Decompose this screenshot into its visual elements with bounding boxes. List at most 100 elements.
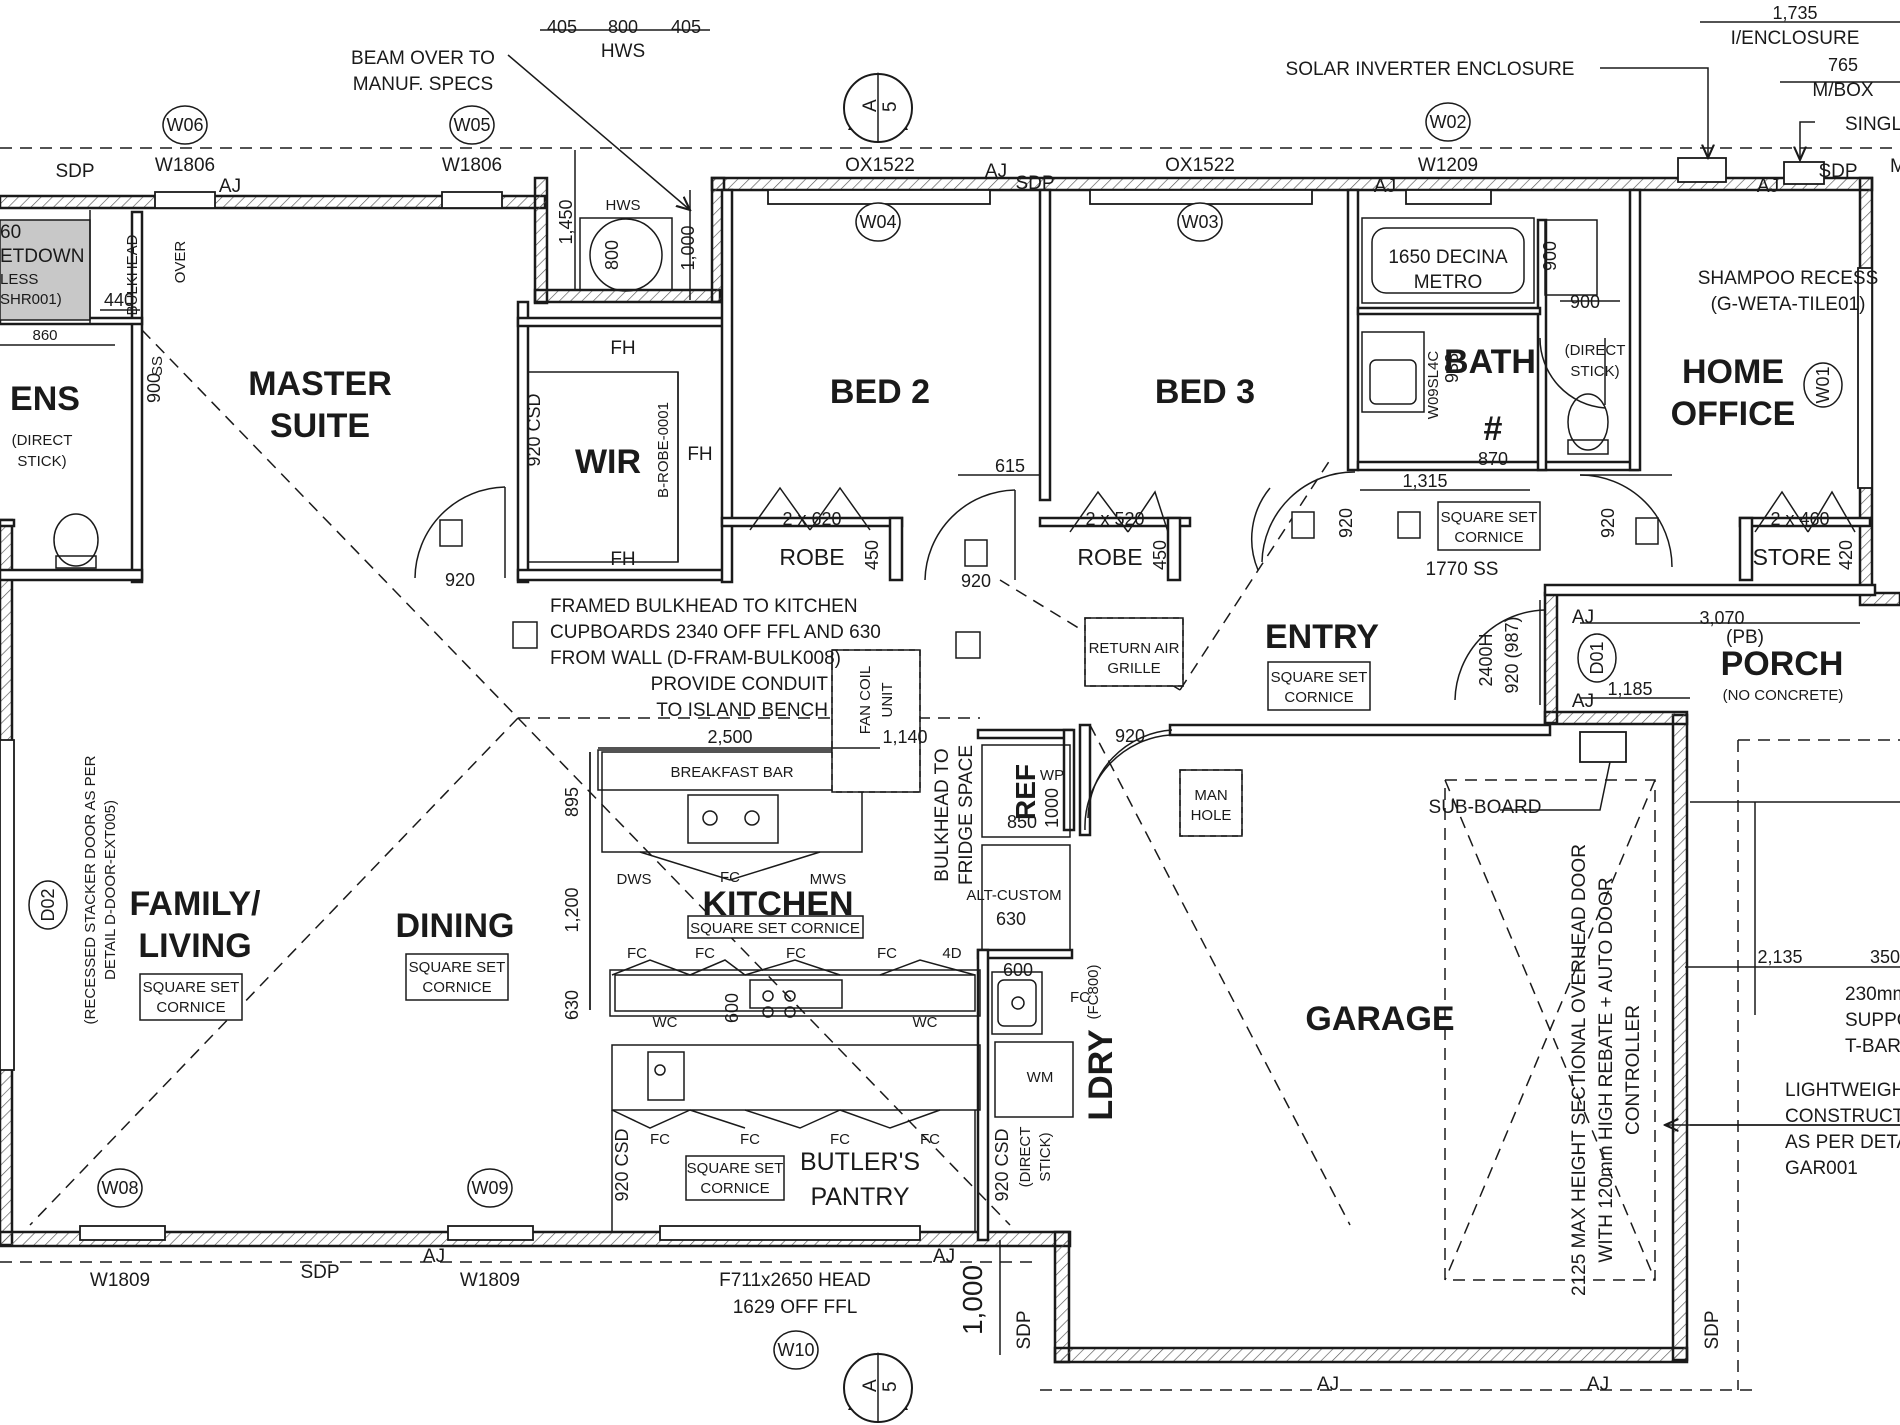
note-fh-2: FH [687, 444, 712, 465]
note-fc-5: FC [650, 1131, 670, 1148]
dim-800-vertical: 800 [602, 240, 622, 270]
dim-2x460: 2 x 460 [1770, 509, 1829, 529]
note-ssc-butler-line2: CORNICE [700, 1180, 769, 1197]
note-fh-1: FH [610, 338, 635, 359]
note-robe-2: ROBE [1077, 544, 1142, 570]
dim-1000-ref: 1000 [1042, 788, 1062, 828]
dim-405-a: 405 [547, 17, 577, 37]
note-fc-1: FC [627, 945, 647, 962]
dim-1000-bottom: 1,000 [957, 1265, 988, 1335]
dim-765: 765 [1828, 55, 1858, 75]
note-csd-butler-2: 920 CSD [992, 1128, 1012, 1201]
note-man-hole-line1: MAN [1194, 787, 1227, 804]
note-fc-ldry: FC [1070, 989, 1090, 1006]
tag-d02: D02 [38, 888, 58, 921]
note-bulk-fridge-line1: BULKHEAD TO [932, 748, 953, 881]
note-bulk-kitchen-line3: FROM WALL (D-FRAM-BULK008) [550, 648, 841, 669]
note-return-air-line1: RETURN AIR [1089, 640, 1180, 657]
window-code-f711-line1: F711x2650 HEAD [719, 1270, 871, 1291]
dim-938: 938 [1442, 353, 1462, 383]
dim-615: 615 [995, 456, 1025, 476]
note-direct-ens-line1: (DIRECT [12, 432, 73, 449]
note-aj-3: AJ [1374, 176, 1396, 197]
dim-920-bath-2: 920 [1598, 508, 1618, 538]
dim-920-master: 920 [445, 570, 475, 590]
note-lightweight-line3: AS PER DETA [1785, 1132, 1900, 1153]
tag-w03: W03 [1181, 212, 1218, 232]
switch-symbols [439, 511, 1659, 659]
note-direct-bath-line2: STICK) [1570, 363, 1619, 380]
note-support-line1: 230mm [1845, 984, 1900, 1005]
note-robe-1: ROBE [779, 544, 844, 570]
note-mws: MWS [810, 871, 847, 888]
note-lightweight-line4: GAR001 [1785, 1158, 1858, 1179]
note-direct-ldry-line1: (DIRECT [1017, 1127, 1034, 1188]
note-lightweight-line1: LIGHTWEIGH [1785, 1080, 1900, 1101]
dim-920-bed2: 920 [961, 571, 991, 591]
note-ssc-butler-line1: SQUARE SET [687, 1160, 784, 1177]
note-garage-door-line1: 2125 MAX HEIGHT SECTIONAL OVERHEAD DOOR [1569, 844, 1590, 1296]
note-fc-kitchen: FC [720, 869, 740, 886]
dim-420: 420 [1836, 540, 1856, 570]
dim-870: 870 [1478, 449, 1508, 469]
room-garage: GARAGE [1305, 1000, 1454, 1038]
dim-900-b: 900 [1570, 292, 1600, 312]
note-shampoo-line1: SHAMPOO RECESS [1698, 268, 1879, 289]
note-setdown-line1: 60 [0, 222, 21, 243]
note-csd-butler-1: 920 CSD [612, 1128, 632, 1201]
note-lightweight-line2: CONSTRUCT [1785, 1106, 1900, 1127]
note-direct-ens-line2: STICK) [17, 453, 66, 470]
note-stacker-line2: DETAIL D-DOOR-EXT005) [102, 800, 119, 980]
window-code-ox1522-b: OX1522 [1165, 155, 1235, 176]
note-ssc-kitchen: SQUARE SET CORNICE [690, 920, 860, 937]
note-conduit-line1: PROVIDE CONDUIT [651, 674, 829, 695]
note-solar-inverter: SOLAR INVERTER ENCLOSURE [1286, 59, 1575, 80]
dim-920-bath-1: 920 [1336, 508, 1356, 538]
room-bed3: BED 3 [1155, 373, 1255, 411]
note-fc-2: FC [695, 945, 715, 962]
note-m-box: M/BOX [1812, 80, 1874, 101]
note-aj-7: AJ [423, 1246, 445, 1267]
dim-860: 860 [32, 327, 57, 344]
window-code-f711-line2: 1629 OFF FFL [733, 1297, 858, 1318]
dim-2135: 2,135 [1757, 947, 1802, 967]
note-pb: (PB) [1726, 627, 1764, 648]
note-garage-door-line3: CONTROLLER [1623, 1005, 1644, 1135]
note-fan-coil-line1: FAN COIL [857, 666, 874, 734]
dim-1200: 1,200 [562, 887, 582, 932]
bath-fixtures [1361, 217, 1609, 455]
dim-1140: 1,140 [882, 727, 927, 747]
note-aj-4: AJ [1757, 176, 1779, 197]
note-return-air-line2: GRILLE [1107, 660, 1160, 677]
section-marker-bottom [843, 1352, 913, 1423]
note-aj-2: AJ [985, 161, 1007, 182]
note-bath-tub-line1: 1650 DECINA [1388, 247, 1508, 268]
note-ssc-bath-line1: SQUARE SET [1441, 509, 1538, 526]
garage-fixtures [831, 617, 1900, 1281]
note-ssc-family-line1: SQUARE SET [143, 979, 240, 996]
tag-w02: W02 [1429, 112, 1466, 132]
dim-800: 800 [608, 17, 638, 37]
dim-920-987: 920 (987) [1502, 616, 1522, 693]
note-bath-tub-line2: METRO [1414, 272, 1483, 293]
note-ssc-dining-line2: CORNICE [422, 979, 491, 996]
note-man-hole-line2: HOLE [1191, 807, 1232, 824]
note-basin: W09SL4C [1425, 351, 1442, 420]
note-sdp-4: SDP [300, 1262, 339, 1283]
note-wc-1: WC [653, 1014, 678, 1031]
note-bulkhead-line2: OVER [172, 241, 189, 284]
dim-630: 630 [562, 990, 582, 1020]
note-wc-2: WC [913, 1014, 938, 1031]
room-wir: WIR [575, 443, 641, 481]
door-swings [414, 337, 1856, 831]
note-support-line3: T-BAR [1845, 1036, 1900, 1057]
window-code-w1809-a: W1809 [90, 1270, 150, 1291]
note-robe-code: B-ROBE-0001 [655, 402, 672, 498]
dim-920-ldry: 920 [1115, 726, 1145, 746]
room-bath: BATH [1444, 343, 1536, 381]
dimension-lines [0, 21, 1900, 1355]
note-aj-6: AJ [1572, 691, 1594, 712]
room-family-line1: FAMILY/ [130, 885, 262, 923]
dim-1450: 1,450 [556, 199, 576, 244]
note-bulkhead-line1: BULKHEAD [124, 234, 141, 315]
